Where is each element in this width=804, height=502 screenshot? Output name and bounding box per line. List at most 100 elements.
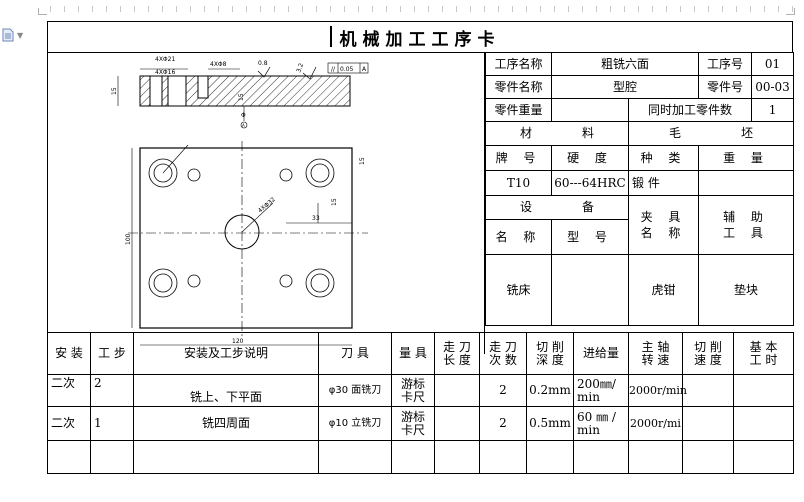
row1-feed-length[interactable] <box>434 374 480 407</box>
blank-weight-value[interactable] <box>698 170 795 196</box>
plan-labels: 120 100 33 15 15 4XΦ32 <box>125 157 366 345</box>
row2-tool[interactable]: φ10 立铣刀 <box>318 406 392 441</box>
blank-heading: 毛坯 <box>627 121 795 146</box>
row1-speed[interactable]: 2000r/min <box>628 374 687 407</box>
equip-model-value[interactable] <box>551 254 629 326</box>
row2-step[interactable]: 1 <box>90 406 134 441</box>
row2-feed[interactable]: 60 ㎜ /min <box>573 406 629 441</box>
row1-passes[interactable]: 2 <box>479 374 527 407</box>
ruler-tick <box>526 6 527 12</box>
proc-name-label: 工序名称 <box>485 52 552 76</box>
equip-name-value[interactable]: 铣床 <box>485 254 552 326</box>
plan-view <box>128 141 368 346</box>
row2-desc[interactable]: 铣四周面 <box>133 406 319 441</box>
ruler-tick <box>106 6 107 12</box>
part-no-label: 零件号 <box>698 75 753 99</box>
row3-step[interactable] <box>90 440 134 474</box>
ruler-tick <box>680 6 681 12</box>
ruler-tick <box>442 6 443 12</box>
row2-depth[interactable]: 0.5mm <box>526 406 574 441</box>
row3-gauge[interactable] <box>391 440 435 474</box>
row3-desc[interactable] <box>133 440 319 474</box>
row3-install[interactable] <box>47 440 91 474</box>
col-speed: 主 轴转 速 <box>628 332 683 375</box>
row1-tool[interactable]: φ30 面铣刀 <box>318 374 392 407</box>
ruler-tick <box>260 6 261 12</box>
concurrent-value[interactable]: 1 <box>751 98 795 122</box>
ruler-tick <box>92 6 93 12</box>
row1-gauge[interactable]: 游标卡尺 <box>391 374 435 407</box>
row1-step[interactable]: 2 <box>90 374 134 407</box>
row3-time[interactable] <box>733 440 794 474</box>
ruler-tick <box>330 6 331 12</box>
ruler-tick <box>512 6 513 12</box>
part-name-label: 零件名称 <box>485 75 552 99</box>
row1-desc[interactable]: 铣上、下平面 <box>133 374 319 407</box>
part-weight-value[interactable] <box>551 98 629 122</box>
ruler-tick <box>596 6 597 12</box>
chevron-down-icon[interactable]: ▼ <box>17 31 24 40</box>
equip-name-label: 名 称 <box>485 219 552 255</box>
row2-install[interactable]: 二次 <box>47 406 91 441</box>
row2-velocity[interactable] <box>682 406 734 441</box>
row2-feed-length[interactable] <box>434 406 480 441</box>
row1-depth[interactable]: 0.2mm <box>526 374 574 407</box>
row2-time[interactable] <box>733 406 794 441</box>
ruler-tick <box>540 6 541 12</box>
row2-speed[interactable]: 2000r/mi <box>628 406 683 441</box>
row3-depth[interactable] <box>526 440 574 474</box>
margin-marker-right <box>786 8 795 15</box>
ruler-tick <box>176 6 177 12</box>
label-note-5: 3.2 <box>295 62 305 74</box>
label-note-6: // <box>331 66 336 73</box>
row3-tool[interactable] <box>318 440 392 474</box>
proc-no-label: 工序号 <box>698 52 753 76</box>
blank-weight-label: 重 量 <box>698 145 795 171</box>
row3-velocity[interactable] <box>682 440 734 474</box>
hardness-value[interactable]: 60---64HRC <box>551 170 629 196</box>
row2-passes[interactable]: 2 <box>479 406 527 441</box>
row3-speed[interactable] <box>628 440 683 474</box>
ruler-tick <box>638 6 639 12</box>
label-offset-x: 33 <box>312 215 320 222</box>
aux-value[interactable]: 垫块 <box>698 254 795 326</box>
label-note-8: A <box>362 66 367 73</box>
row2-gauge[interactable]: 游标卡尺 <box>391 406 435 441</box>
col-gauge: 量 具 <box>391 332 435 375</box>
ruler-tick <box>456 6 457 12</box>
document-icon[interactable] <box>2 28 14 42</box>
kind-label: 种 类 <box>627 145 700 171</box>
ruler-tick <box>316 6 317 12</box>
row3-feed[interactable] <box>573 440 629 474</box>
label-edge: 15 <box>359 157 366 165</box>
row1-feed[interactable]: 200㎜/min <box>573 374 629 407</box>
row1-velocity[interactable] <box>682 374 734 407</box>
proc-name-value[interactable]: 粗铣六面 <box>550 52 700 76</box>
label-note-10: A <box>242 123 245 128</box>
part-name-value[interactable]: 型腔 <box>550 75 700 99</box>
col-time: 基 本工 时 <box>733 332 794 375</box>
row1-time[interactable] <box>733 374 794 407</box>
fixture-value[interactable]: 虎钳 <box>627 254 700 326</box>
kind-value[interactable]: 锻 件 <box>627 170 700 196</box>
ruler-tick <box>190 6 191 12</box>
row3-passes[interactable] <box>479 440 527 474</box>
row3-feed-length[interactable] <box>434 440 480 474</box>
aux-label: 辅 助工 具 <box>698 195 795 255</box>
row1-install[interactable]: 二次 <box>47 374 91 407</box>
equip-model-label: 型 号 <box>551 219 629 255</box>
hardness-label: 硬 度 <box>551 145 629 171</box>
part-no-value[interactable]: 00-03 <box>751 75 795 99</box>
ruler-tick <box>498 6 499 12</box>
label-offset-y: 15 <box>331 198 338 206</box>
ruler-tick <box>582 6 583 12</box>
grade-value[interactable]: T10 <box>485 170 552 196</box>
label-thick: 15 <box>111 87 118 95</box>
label-note-4: 0.8 <box>258 60 268 67</box>
ruler-tick <box>372 6 373 12</box>
ruler-tick <box>484 6 485 12</box>
label-note-1: 4XΦ21 <box>155 56 175 63</box>
ruler-tick <box>554 6 555 12</box>
proc-no-value[interactable]: 01 <box>751 52 795 76</box>
label-height: 100 <box>125 233 132 245</box>
